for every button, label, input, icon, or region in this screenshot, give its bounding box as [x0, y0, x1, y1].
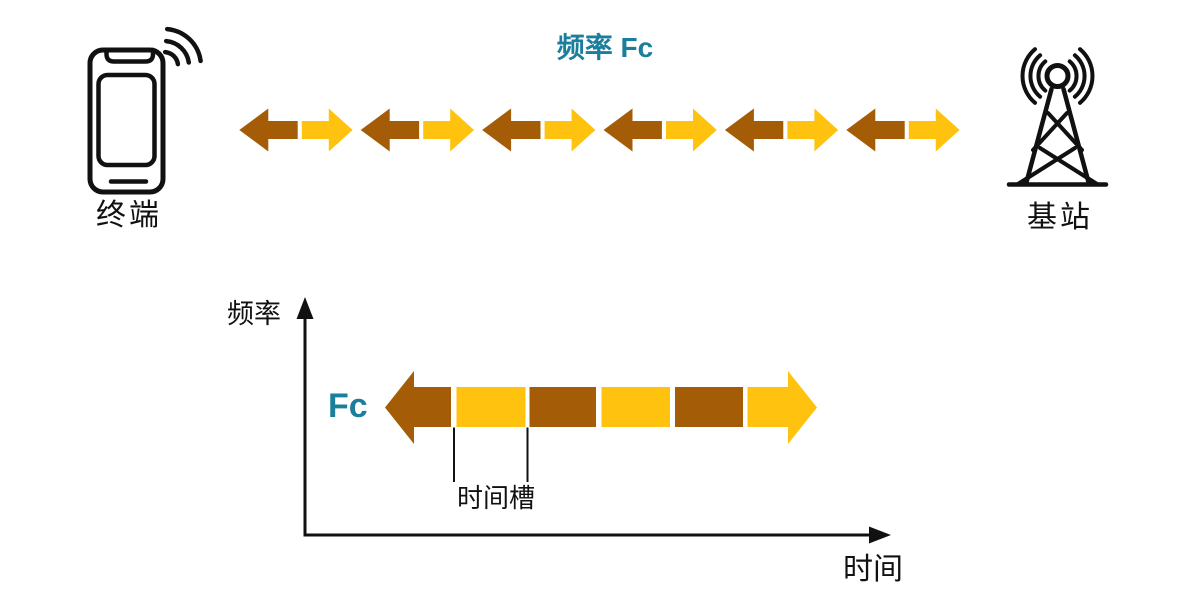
duplex-arrow-right	[787, 108, 839, 152]
duplex-arrow-right	[908, 108, 960, 152]
antenna-waves-left	[1020, 47, 1048, 105]
duplex-arrow-right	[301, 108, 353, 152]
duplex-arrow-right	[423, 108, 474, 152]
y-axis-label: 频率	[227, 299, 281, 329]
time-slot-ticks	[453, 427, 529, 482]
x-axis-label: 时间	[843, 553, 903, 586]
frequency-time-axes	[296, 297, 891, 544]
terminal-label: 终端	[96, 199, 162, 232]
duplex-arrow-row	[239, 108, 960, 152]
antenna-dot	[1044, 63, 1071, 89]
timeline-slot	[601, 387, 670, 427]
signal-wave-large	[164, 26, 203, 64]
phone-notch	[104, 47, 156, 64]
smartphone-icon	[87, 47, 166, 195]
duplex-arrow-left	[482, 108, 541, 152]
radio-tower-icon	[1006, 47, 1109, 187]
phone-screen	[96, 72, 157, 168]
duplex-arrow-left	[846, 108, 905, 152]
duplex-arrow-right	[666, 108, 717, 152]
timeline-slot	[675, 387, 743, 427]
tower-braces	[1016, 111, 1099, 186]
timeline-arrow-right	[747, 371, 817, 444]
tower-frame	[1006, 86, 1109, 187]
timeline-slot	[456, 387, 526, 427]
duplex-arrow-left	[724, 108, 784, 152]
carrier-fc-label: Fc	[328, 387, 368, 425]
signal-waves-icon	[162, 26, 203, 67]
duplex-arrow-left	[603, 108, 662, 152]
base-station-label: 基站	[1027, 201, 1093, 234]
duplex-arrow-left	[360, 108, 420, 152]
tdd-timeline-band	[385, 371, 817, 444]
frequency-fc-label: 频率 Fc	[556, 32, 654, 63]
duplex-arrow-left	[239, 108, 298, 152]
duplex-arrow-right	[544, 108, 596, 152]
x-axis-arrowhead	[869, 526, 891, 544]
timeline-slot	[529, 387, 596, 427]
timeline-arrow-left	[385, 371, 451, 444]
signal-wave-small	[162, 49, 181, 67]
antenna-waves-right	[1067, 47, 1095, 105]
signal-wave-medium	[163, 38, 192, 65]
phone-body	[87, 47, 166, 195]
y-axis-arrowhead	[296, 297, 314, 319]
time-slot-label: 时间槽	[456, 483, 535, 513]
